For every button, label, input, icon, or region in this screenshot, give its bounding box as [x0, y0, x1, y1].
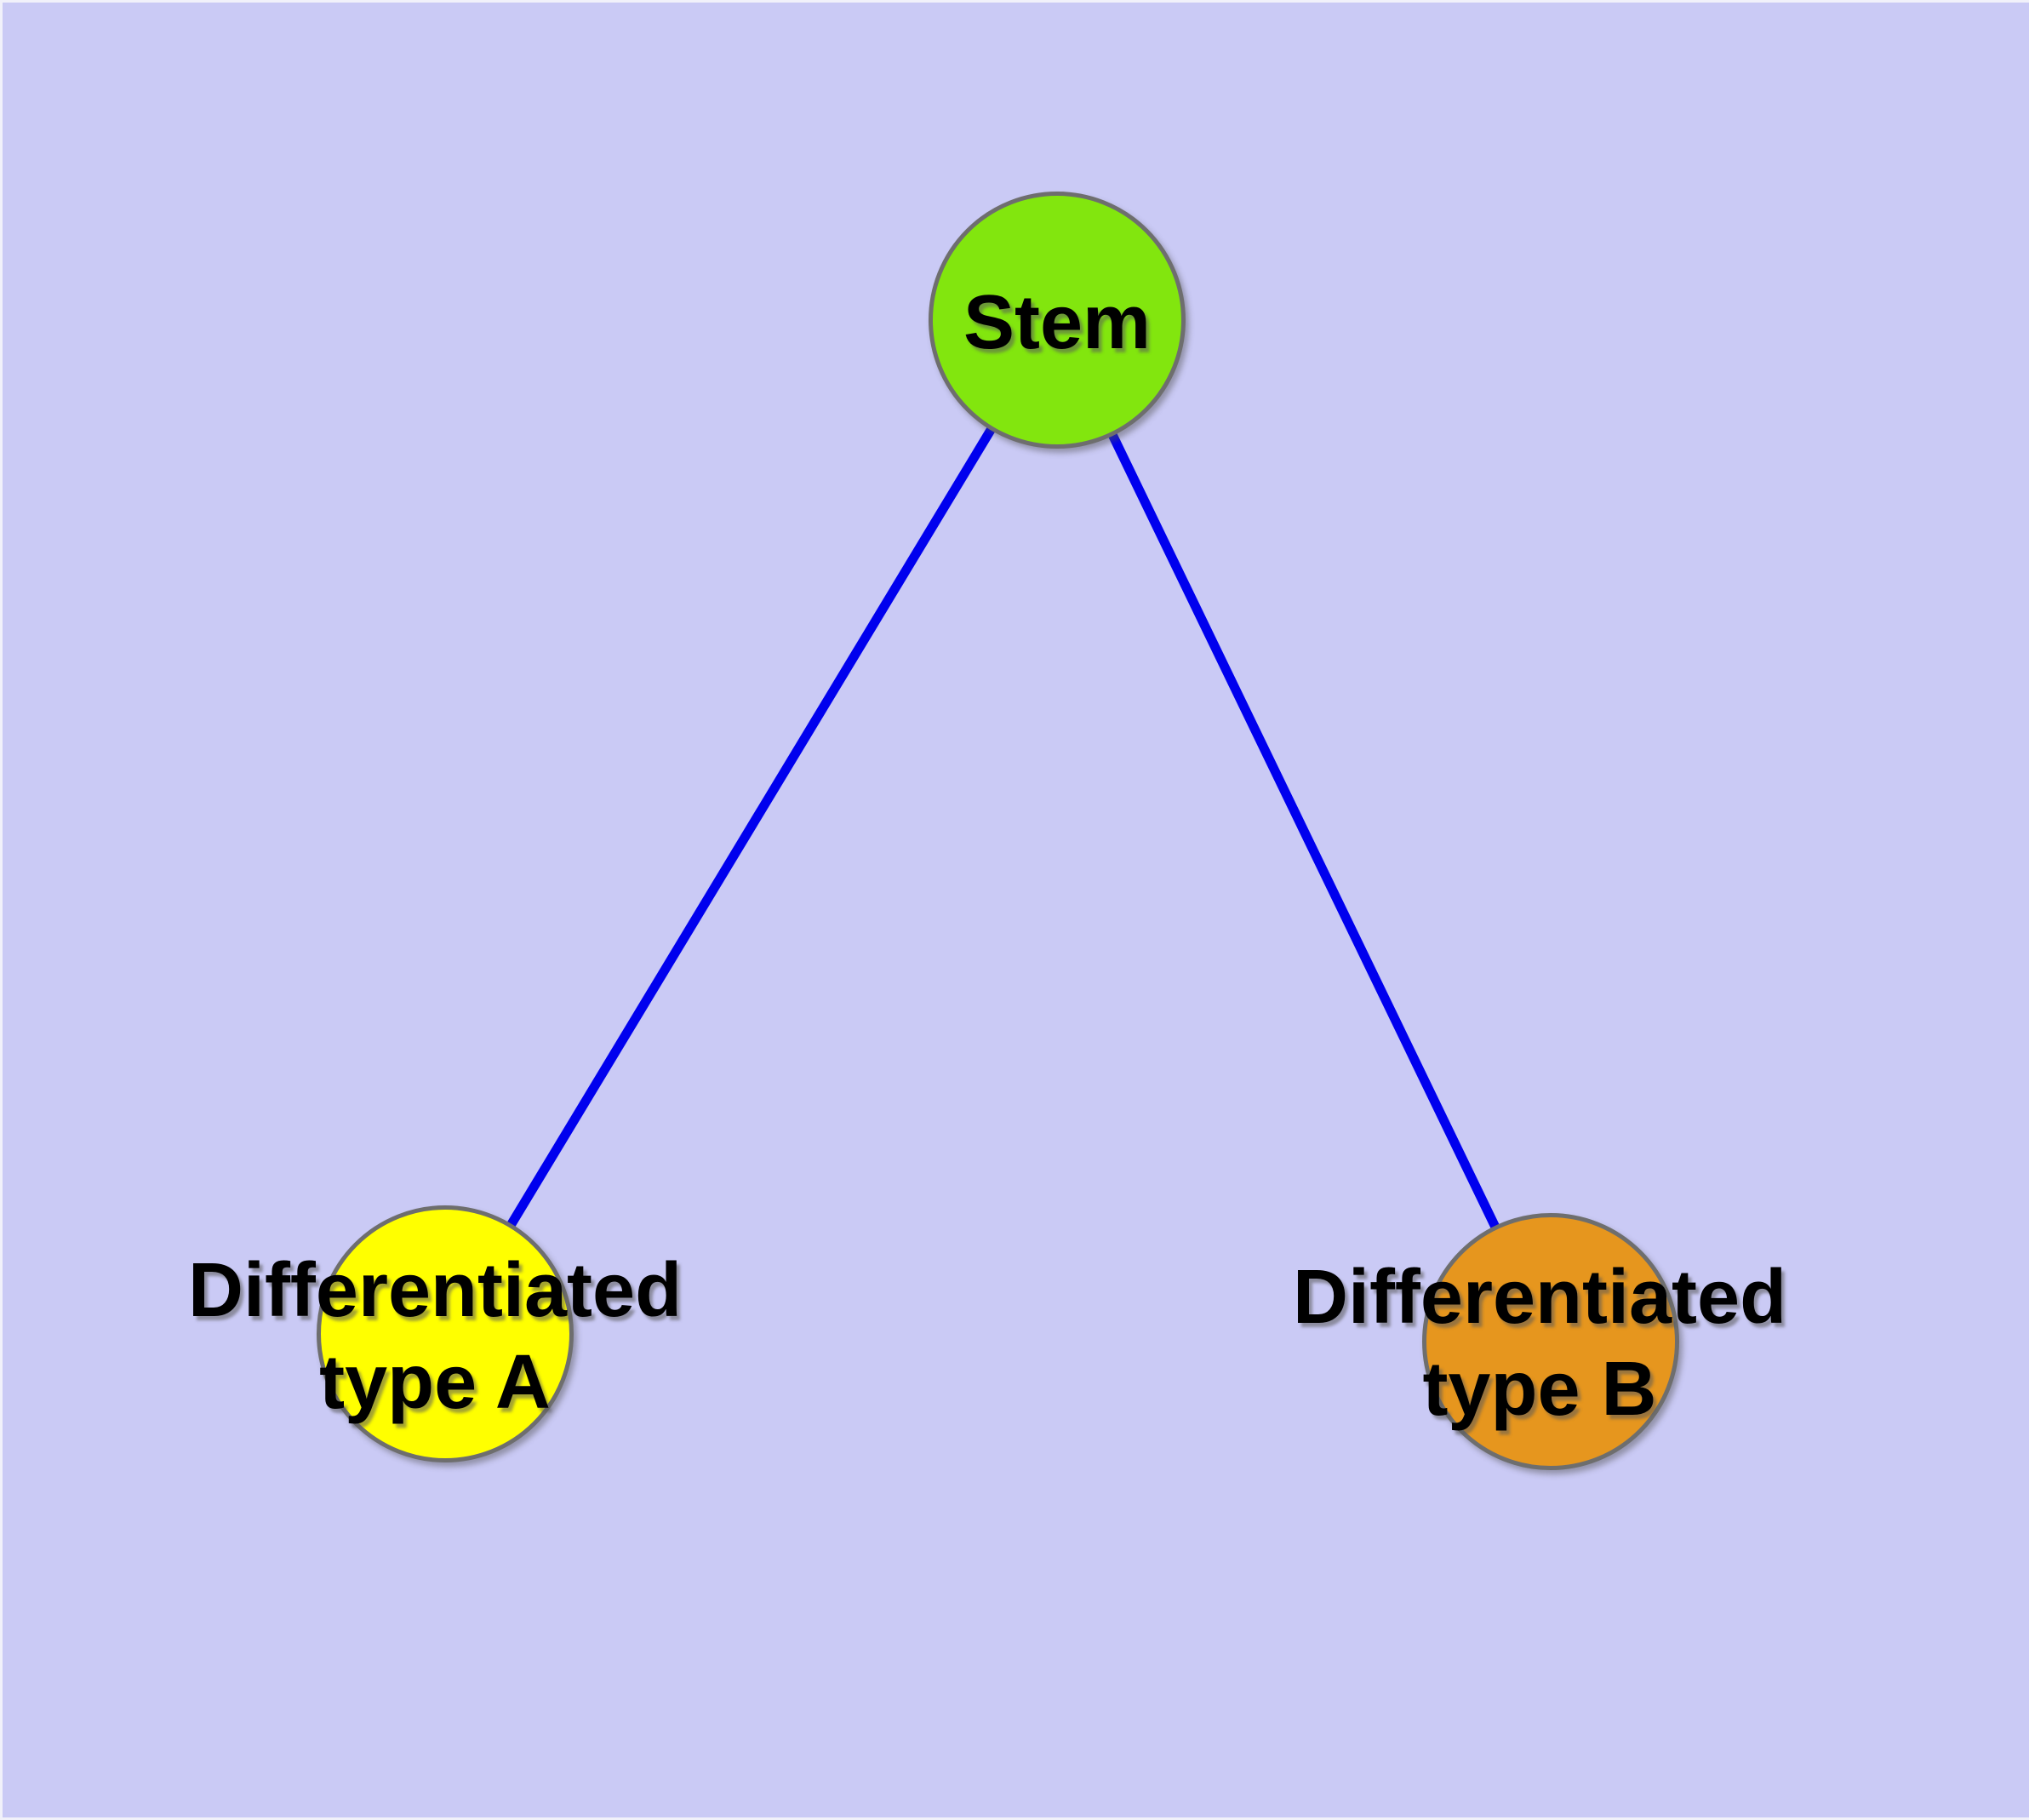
node-stem[interactable] — [929, 192, 1186, 449]
edge-stem-to-type-a[interactable] — [441, 318, 1061, 1336]
edge-layer — [441, 318, 1555, 1344]
node-differentiated-type-a[interactable] — [317, 1205, 574, 1462]
node-differentiated-type-b[interactable] — [1422, 1213, 1679, 1470]
edge-stem-to-type-b[interactable] — [1053, 318, 1555, 1344]
